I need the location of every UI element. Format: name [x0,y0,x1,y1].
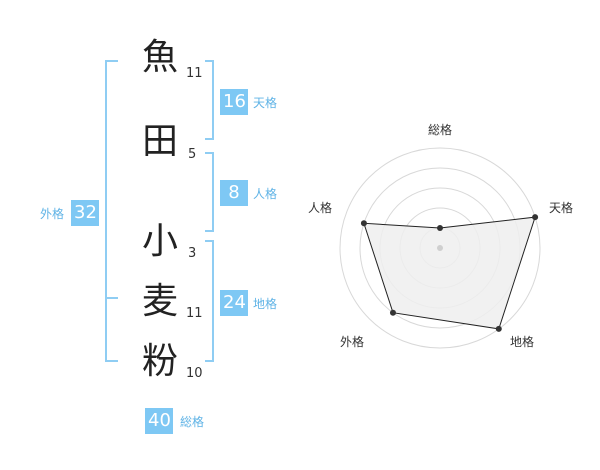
name-char-1: 魚 [141,37,178,78]
gaikaku-label: 外格 [40,207,65,221]
soukaku-value: 40 [145,408,173,434]
radar-polygon [363,216,536,330]
radar-axis-label-3: 地格 [510,335,535,349]
radar-point-1 [437,225,443,231]
tenkaku-bracket [205,60,214,140]
radar-axis-label-1: 総格 [428,123,453,137]
radar-chart [339,147,541,349]
radar-axis-label-2: 天格 [549,201,574,215]
name-char-4: 麦 [141,281,178,322]
name-char-3: 小 [141,221,178,262]
soukaku-label: 総格 [180,415,205,429]
radar-point-5 [360,220,367,227]
tenkaku-label: 天格 [253,96,278,110]
gaikaku-value: 32 [71,200,99,226]
chikaku-label: 地格 [253,297,278,311]
radar-axis-label-5: 人格 [308,201,333,215]
name-char-2: 田 [141,121,178,162]
jinkaku-label: 人格 [253,187,278,201]
radar-ring-5 [339,147,541,349]
jinkaku-value: 8 [220,180,248,206]
tenkaku-value: 16 [220,89,248,115]
radar-center [437,245,443,251]
radar-point-2 [532,214,539,221]
radar-axis-label-4: 外格 [340,335,365,349]
stroke-count-2: 5 [188,147,197,162]
chikaku-bracket [205,240,214,362]
gaikaku-bracket-tick [105,297,118,299]
stroke-count-1: 11 [186,66,203,81]
gaikaku-bracket [105,60,118,362]
name-char-5: 粉 [141,341,178,382]
chikaku-value: 24 [220,290,248,316]
jinkaku-bracket [205,152,214,232]
radar-point-3 [495,325,502,332]
stroke-count-5: 10 [186,366,203,381]
radar-point-4 [389,309,396,316]
stroke-count-3: 3 [188,246,197,261]
stroke-count-4: 11 [186,306,203,321]
